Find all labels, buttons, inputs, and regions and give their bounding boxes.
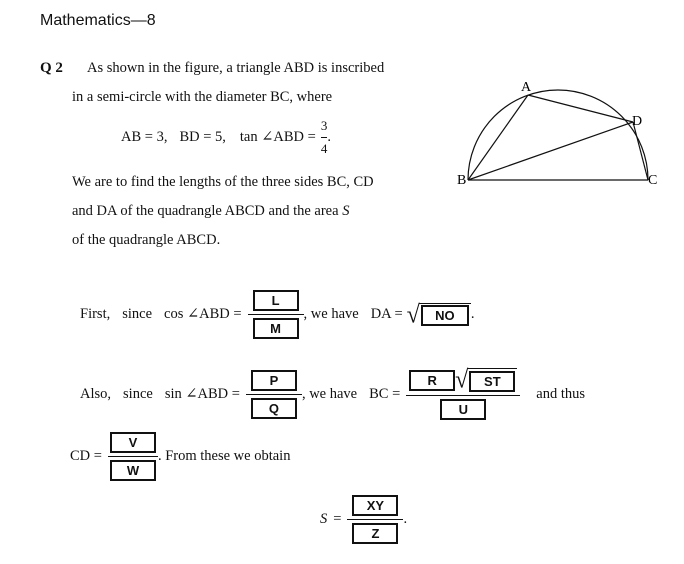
- side-ad: [527, 94, 634, 123]
- tan-period: .: [327, 129, 331, 145]
- answer-box-u[interactable]: U: [440, 399, 487, 420]
- bc-lhs: BC =: [369, 385, 401, 402]
- answer-box-xy[interactable]: XY: [352, 495, 399, 516]
- answer-box-p[interactable]: P: [250, 369, 297, 391]
- answer-row-sin: Also, since sin ∠ABD = P Q , we have BC …: [80, 367, 585, 420]
- semicircle-figure: A D B C: [457, 80, 657, 188]
- tan-numerator: 3: [320, 118, 328, 133]
- question-line-1: As shown in the figure, a triangle ABD i…: [87, 60, 385, 76]
- question-number: Q 2: [40, 60, 63, 76]
- answer-row-cos: First, since cos ∠ABD = L M , we have DA…: [80, 290, 474, 339]
- question-line-5: of the quadrangle ABCD.: [72, 232, 221, 248]
- tan-fraction: 3 4: [320, 118, 328, 157]
- da-sqrt: √ NO: [407, 302, 471, 327]
- given-bd: BD = 5,: [179, 129, 226, 145]
- bc-fraction: R √ ST U: [406, 367, 521, 420]
- answer-row-cd: CD = V W . From these we obtain: [70, 432, 290, 481]
- given-values: AB = 3, BD = 5, tan ∠ABD = 3 4 .: [121, 118, 331, 157]
- question-line-4: and DA of the quadrangle ABCD and the ar…: [72, 203, 350, 219]
- side-ab: [467, 94, 529, 181]
- area-variable: S: [342, 203, 350, 219]
- answer-box-v[interactable]: V: [109, 432, 156, 453]
- da-lhs: DA =: [370, 306, 403, 322]
- area-fraction: XY Z: [347, 495, 404, 544]
- answer-row-area: S = XY Z .: [320, 495, 407, 544]
- sin-lhs: sin ∠ABD =: [164, 385, 240, 402]
- label-d: D: [632, 114, 642, 129]
- answer-box-q[interactable]: Q: [250, 397, 297, 419]
- cd-lhs: CD =: [70, 448, 102, 464]
- cd-fraction: V W: [107, 432, 158, 481]
- question-line-3: We are to find the lengths of the three …: [72, 174, 374, 190]
- label-a: A: [521, 80, 532, 95]
- answer-box-m[interactable]: M: [252, 318, 299, 339]
- label-b: B: [457, 173, 466, 188]
- diagonal-bd: [467, 121, 634, 181]
- page-header: Mathematics—8: [40, 12, 156, 29]
- answer-box-st[interactable]: ST: [469, 370, 516, 392]
- tan-denominator: 4: [320, 141, 328, 156]
- side-dc: [632, 121, 649, 181]
- answer-box-r[interactable]: R: [409, 369, 456, 391]
- answer-box-z[interactable]: Z: [352, 523, 399, 544]
- cos-lhs: cos ∠ABD =: [164, 306, 242, 322]
- cos-fraction: L M: [247, 290, 304, 339]
- semicircle-arc: [467, 89, 649, 181]
- answer-box-w[interactable]: W: [109, 460, 156, 481]
- answer-box-no[interactable]: NO: [420, 305, 469, 326]
- given-tan: tan ∠ABD =: [239, 129, 316, 145]
- given-ab: AB = 3,: [121, 129, 168, 145]
- answer-box-l[interactable]: L: [252, 290, 299, 311]
- sin-fraction: P Q: [245, 369, 302, 419]
- area-s: S: [320, 511, 328, 527]
- question-line-2: in a semi-circle with the diameter BC, w…: [72, 89, 333, 105]
- bc-sqrt: √ ST: [455, 367, 518, 393]
- label-c: C: [648, 173, 657, 188]
